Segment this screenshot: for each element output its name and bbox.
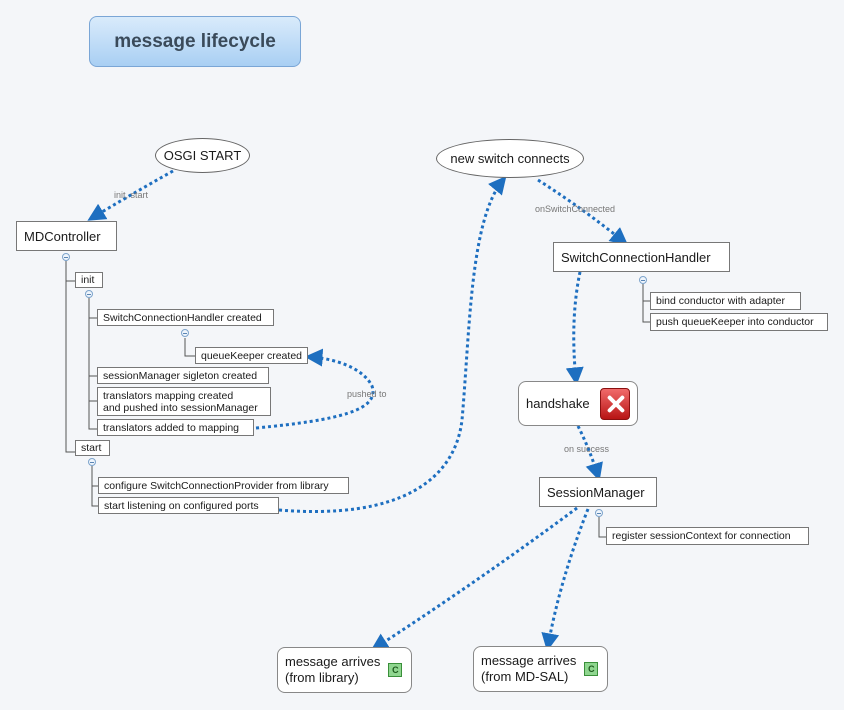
session-manager-branch [598,517,606,538]
translators-mapping-node[interactable]: translators mapping created and pushed i… [97,387,271,416]
init-node[interactable]: init [75,272,103,288]
switch-connection-handler-node[interactable]: SwitchConnectionHandler [553,242,730,272]
edge-label-on-switch-connected: onSwitchConnected [535,204,616,214]
edge-label-pushed-to: pushed to [347,389,387,399]
translators-added-node[interactable]: translators added to mapping [97,419,254,436]
translators-line-1: translators mapping created [103,389,234,402]
handshake-label: handshake [526,396,590,411]
message-from-mdsal-text: message arrives (from MD-SAL) [481,653,576,685]
sch-created-branch [184,338,195,357]
sch-branch [642,284,650,323]
message-from-mdsal-node[interactable]: message arrives (from MD-SAL) C [473,646,608,692]
push-queuekeeper-node[interactable]: push queueKeeper into conductor [650,313,828,331]
handshake-node[interactable]: handshake [518,381,638,426]
collapse-icon[interactable] [595,509,603,517]
start-listening-node[interactable]: start listening on configured ports [98,497,279,514]
collapse-icon[interactable] [88,458,96,466]
collapse-icon[interactable] [181,329,189,337]
arrow-handler-to-handshake [565,271,584,386]
queuekeeper-created-node[interactable]: queueKeeper created [195,347,308,364]
cancel-x-icon [599,387,630,420]
mdcontroller-node[interactable]: MDController [16,221,117,251]
init-branch [88,298,97,430]
message-from-library-line-2: (from library) [285,670,359,685]
collapse-icon[interactable] [85,290,93,298]
configure-provider-node[interactable]: configure SwitchConnectionProvider from … [98,477,349,494]
edge-label-init-start: init, start [114,190,149,200]
register-session-node[interactable]: register sessionContext for connection [606,527,809,545]
osgi-start-node[interactable]: OSGI START [155,138,250,173]
translators-line-2: and pushed into sessionManager [103,401,258,414]
message-from-library-text: message arrives (from library) [285,654,380,686]
md-controller-branch [65,261,75,453]
bind-conductor-node[interactable]: bind conductor with adapter [650,292,801,310]
new-switch-node[interactable]: new switch connects [436,139,584,178]
collapse-icon[interactable] [62,253,70,261]
collapse-icon[interactable] [639,276,647,284]
c-badge-icon: C [584,662,599,676]
session-manager-node[interactable]: SessionManager [539,477,657,507]
arrow-listening-to-new-switch [278,175,507,513]
message-from-library-node[interactable]: message arrives (from library) C [277,647,412,693]
diagram-title: message lifecycle [89,16,301,67]
sch-created-node[interactable]: SwitchConnectionHandler created [97,309,274,326]
message-from-library-line-1: message arrives [285,654,381,669]
message-from-mdsal-line-2: (from MD-SAL) [481,669,569,684]
edge-label-on-success: on success [564,444,610,454]
start-node[interactable]: start [75,440,110,456]
c-badge-icon: C [388,663,403,677]
arrow-session-to-msg-mdsal [541,508,590,652]
arrow-session-to-msg-lib [370,506,578,651]
session-manager-singleton-node[interactable]: sessionManager sigleton created [97,367,269,384]
message-from-mdsal-line-1: message arrives [481,653,577,668]
